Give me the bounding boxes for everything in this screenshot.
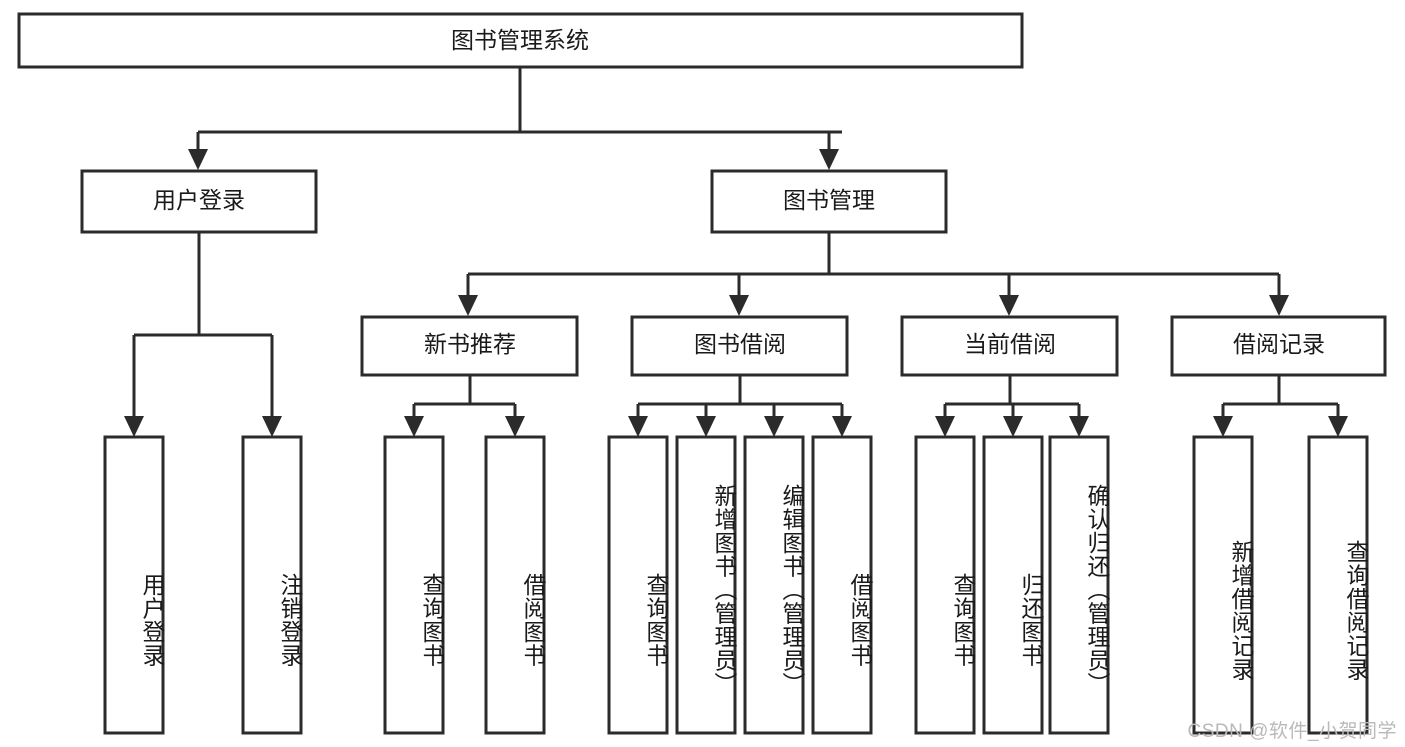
node-user-login[interactable]: 用户登录 — [80, 169, 318, 234]
node-new-book-recommend[interactable]: 新书推荐 — [360, 315, 579, 377]
node-borrow-record-label: 借阅记录 — [1233, 331, 1325, 357]
node-root-box[interactable] — [17, 12, 1024, 69]
leaf-box-current-borrow-0[interactable] — [914, 435, 976, 735]
arrow-head-icon — [935, 416, 955, 437]
leaf-box-book-borrow-0[interactable] — [607, 435, 669, 735]
node-root-label: 图书管理系统 — [451, 27, 589, 53]
arrow-head-icon — [1328, 416, 1348, 437]
arrow-head-icon — [696, 416, 716, 437]
arrow-head-icon — [729, 295, 749, 316]
node-borrow-record[interactable]: 借阅记录 — [1170, 315, 1387, 377]
node-user-login-label: 用户登录 — [153, 187, 245, 213]
leaf-box-book-borrow-3[interactable] — [811, 435, 873, 735]
node-root[interactable]: 图书管理系统 — [17, 12, 1024, 69]
arrow-head-icon — [1213, 416, 1233, 437]
arrow-head-icon — [262, 416, 282, 437]
leaf-box-book-borrow-1[interactable] — [675, 435, 737, 735]
node-current-borrow-box[interactable] — [900, 315, 1119, 377]
node-book-management[interactable]: 图书管理 — [710, 169, 948, 234]
leaf-box-new-book-recommend-0[interactable] — [383, 435, 445, 735]
connector-book-borrow-to-leaves — [628, 375, 852, 437]
node-new-book-recommend-box[interactable] — [360, 315, 579, 377]
leaf-box-borrow-record-0[interactable] — [1192, 435, 1254, 735]
node-book-borrow[interactable]: 图书借阅 — [630, 315, 849, 377]
arrow-head-icon — [1003, 416, 1023, 437]
connector-current-borrow-to-leaves — [935, 375, 1089, 437]
arrow-head-icon — [764, 416, 784, 437]
arrow-head-icon — [505, 416, 525, 437]
arrow-head-icon — [819, 149, 839, 170]
leaf-box-current-borrow-1[interactable] — [982, 435, 1044, 735]
connector-user-login-to-leaves — [124, 232, 282, 437]
leaf-box-current-borrow-2[interactable] — [1048, 435, 1110, 735]
arrow-head-icon — [999, 295, 1019, 316]
arrow-head-icon — [832, 416, 852, 437]
arrow-head-icon — [188, 149, 208, 170]
connector-new-book-recommend-to-leaves — [404, 375, 525, 437]
arrow-head-icon — [458, 295, 478, 316]
connector-borrow-record-to-leaves — [1213, 375, 1348, 437]
leaf-box-new-book-recommend-1[interactable] — [484, 435, 546, 735]
leaf-box-user-login-1[interactable] — [241, 435, 303, 735]
arrow-head-icon — [404, 416, 424, 437]
arrow-head-icon — [1069, 416, 1089, 437]
node-book-borrow-label: 图书借阅 — [694, 331, 786, 357]
node-current-borrow[interactable]: 当前借阅 — [900, 315, 1119, 377]
arrow-head-icon — [124, 416, 144, 437]
arrow-head-icon — [628, 416, 648, 437]
leaf-box-borrow-record-1[interactable] — [1307, 435, 1369, 735]
node-new-book-recommend-label: 新书推荐 — [424, 331, 516, 357]
node-current-borrow-label: 当前借阅 — [964, 331, 1056, 357]
connector-root-to-level2 — [188, 67, 842, 170]
leaf-box-user-login-0[interactable] — [103, 435, 165, 735]
node-book-management-label: 图书管理 — [783, 187, 875, 213]
arrow-head-icon — [1269, 295, 1289, 316]
connector-book-management-to-level3 — [458, 232, 1289, 316]
node-user-login-box[interactable] — [80, 169, 318, 234]
watermark: CSDN @软件_小贺同学 — [1187, 721, 1397, 742]
leaf-box-book-borrow-2[interactable] — [743, 435, 805, 735]
